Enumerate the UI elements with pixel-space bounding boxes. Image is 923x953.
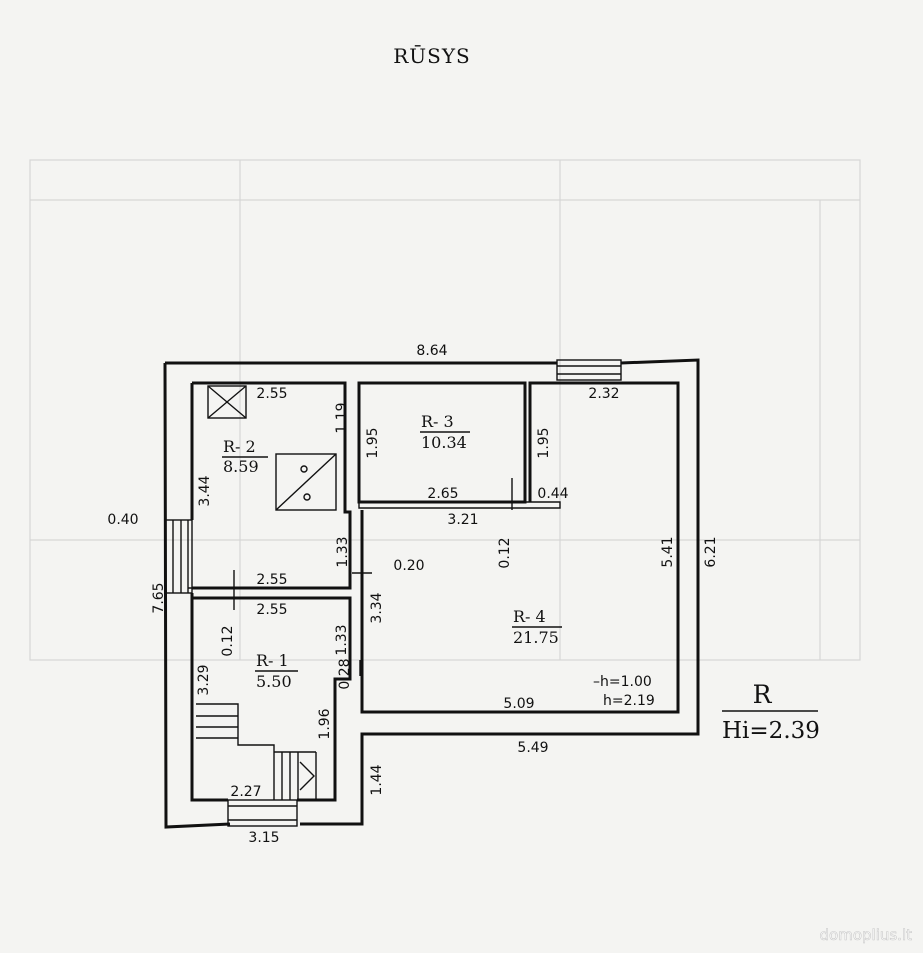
svg-text:10.34: 10.34 bbox=[421, 433, 467, 452]
dim-r1-pillar: 0.28 bbox=[337, 658, 353, 689]
dim-r2-top: 2.55 bbox=[256, 386, 287, 402]
dim-r4-left: 3.34 bbox=[369, 592, 385, 623]
dim-passage: 1.33 bbox=[335, 536, 351, 567]
dim-r4-niche: 0.12 bbox=[497, 537, 513, 568]
svg-text:R- 4: R- 4 bbox=[513, 607, 546, 626]
dim-left-total: 7.65 bbox=[151, 582, 167, 613]
dim-r4-right: 5.41 bbox=[660, 536, 676, 567]
dim-wall-thickness: 0.20 bbox=[393, 558, 424, 574]
dim-entry-step: 0.40 bbox=[107, 512, 138, 528]
dim-r1-right-upper: 1.33 bbox=[334, 624, 350, 655]
staircase-icon bbox=[196, 703, 317, 800]
legend-value: Hi=2.39 bbox=[722, 718, 820, 744]
height-low: –h=1.00 bbox=[593, 674, 652, 690]
svg-text:5.50: 5.50 bbox=[256, 672, 292, 691]
dim-r4-top: 3.21 bbox=[447, 512, 478, 528]
height-high: h=2.19 bbox=[603, 693, 655, 709]
dim-outer-right: 6.21 bbox=[703, 536, 719, 567]
dim-r1-left: 3.29 bbox=[196, 664, 212, 695]
top-window bbox=[556, 359, 622, 381]
dim-r2-niche: 1.19 bbox=[334, 402, 350, 433]
dim-r1-bottom: 2.27 bbox=[230, 784, 261, 800]
dim-r3-right: 1.95 bbox=[536, 427, 552, 458]
room-label-r3: R- 3 10.34 bbox=[420, 412, 470, 452]
dim-outer-top: 8.64 bbox=[416, 343, 447, 359]
dim-r1-niche-left: 0.12 bbox=[220, 625, 236, 656]
svg-text:R- 1: R- 1 bbox=[256, 651, 289, 670]
dim-lower-right-wall: 1.44 bbox=[369, 764, 385, 795]
dim-r1-right-lower: 1.96 bbox=[317, 708, 333, 739]
svg-text:R- 2: R- 2 bbox=[223, 437, 256, 456]
dimension-ticks bbox=[188, 478, 513, 676]
plan-title-text: RŪSYS bbox=[393, 44, 471, 68]
background-ghost-lines bbox=[29, 159, 861, 661]
chimney-icon bbox=[207, 385, 247, 419]
dim-r3-left: 1.95 bbox=[365, 427, 381, 458]
dim-window-top: 2.32 bbox=[588, 386, 619, 402]
dim-stairs-bottom: 3.15 bbox=[248, 830, 279, 846]
boiler-icon bbox=[275, 453, 337, 511]
dim-r2-left: 3.44 bbox=[197, 475, 213, 506]
bottom-door bbox=[227, 799, 298, 827]
left-entrance bbox=[164, 519, 193, 594]
dim-r3-ledge: 0.44 bbox=[537, 486, 568, 502]
dim-r4-bottom-inner: 5.09 bbox=[503, 696, 534, 712]
r4-walls bbox=[360, 381, 680, 714]
dim-outer-bottom: 5.49 bbox=[517, 740, 548, 756]
room-label-r1: R- 1 5.50 bbox=[255, 651, 298, 691]
room-label-r4: R- 4 21.75 bbox=[512, 607, 562, 647]
svg-text:21.75: 21.75 bbox=[513, 628, 559, 647]
dim-r1-top: 2.55 bbox=[256, 602, 287, 618]
legend-symbol: R bbox=[753, 680, 773, 709]
outer-wall-inner-face bbox=[190, 381, 352, 802]
outer-wall bbox=[163, 358, 700, 829]
watermark: domoplius.lt bbox=[820, 926, 913, 944]
room-label-r2: R- 2 8.59 bbox=[222, 437, 268, 476]
r3-ledge bbox=[358, 501, 561, 509]
dim-r3-bottom: 2.65 bbox=[427, 486, 458, 502]
svg-text:R- 3: R- 3 bbox=[421, 412, 454, 431]
svg-text:8.59: 8.59 bbox=[223, 457, 259, 476]
height-legend: R Hi=2.39 bbox=[722, 680, 820, 744]
dim-r2-bottom: 2.55 bbox=[256, 572, 287, 588]
